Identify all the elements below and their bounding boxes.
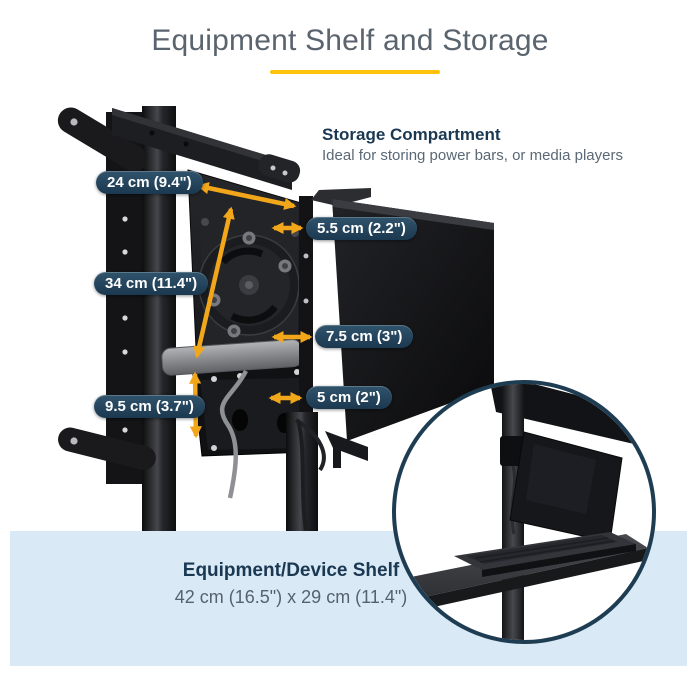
rail-screw [303,253,309,259]
stand-pole-right [286,412,318,531]
mounting-rail [106,112,144,484]
storage-callout: Storage Compartment Ideal for storing po… [322,124,623,166]
laptop-shelf-inset [392,380,656,644]
dim-pill-top-width: 24 cm (9.4") [96,171,203,194]
inset-laptop [454,431,636,577]
title-underline [270,70,440,74]
shelf-callout-size: 42 cm (16.5") x 29 cm (11.4") [174,586,408,607]
storage-callout-heading: Storage Compartment [322,125,501,144]
rail-screw [303,298,309,304]
dim-pill-plate-height: 34 cm (11.4") [94,272,209,295]
dim-pill-clearance: 5 cm (2") [306,386,392,409]
inset-photo [396,384,648,640]
open-compartment [191,366,309,457]
stand-pole-left [142,106,176,531]
page-title: Equipment Shelf and Storage [151,24,549,57]
dim-pill-lower-depth: 9.5 cm (3.7") [94,395,205,418]
inset-tv-bottom [490,384,642,444]
vesa-plate [187,169,309,372]
dim-pill-compartment-width: 5.5 cm (2.2") [306,217,417,240]
plate-screws [201,218,300,354]
power-bar [161,339,303,376]
arrow-top-width [196,182,297,210]
storage-callout-description: Ideal for storing power bars, or media p… [322,147,623,165]
shelf-callout-heading: Equipment/Device Shelf [182,560,400,581]
shelf-callout: Equipment/Device Shelf 42 cm (16.5") x 2… [10,559,572,609]
dim-pill-compartment-depth: 7.5 cm (3") [315,325,414,348]
